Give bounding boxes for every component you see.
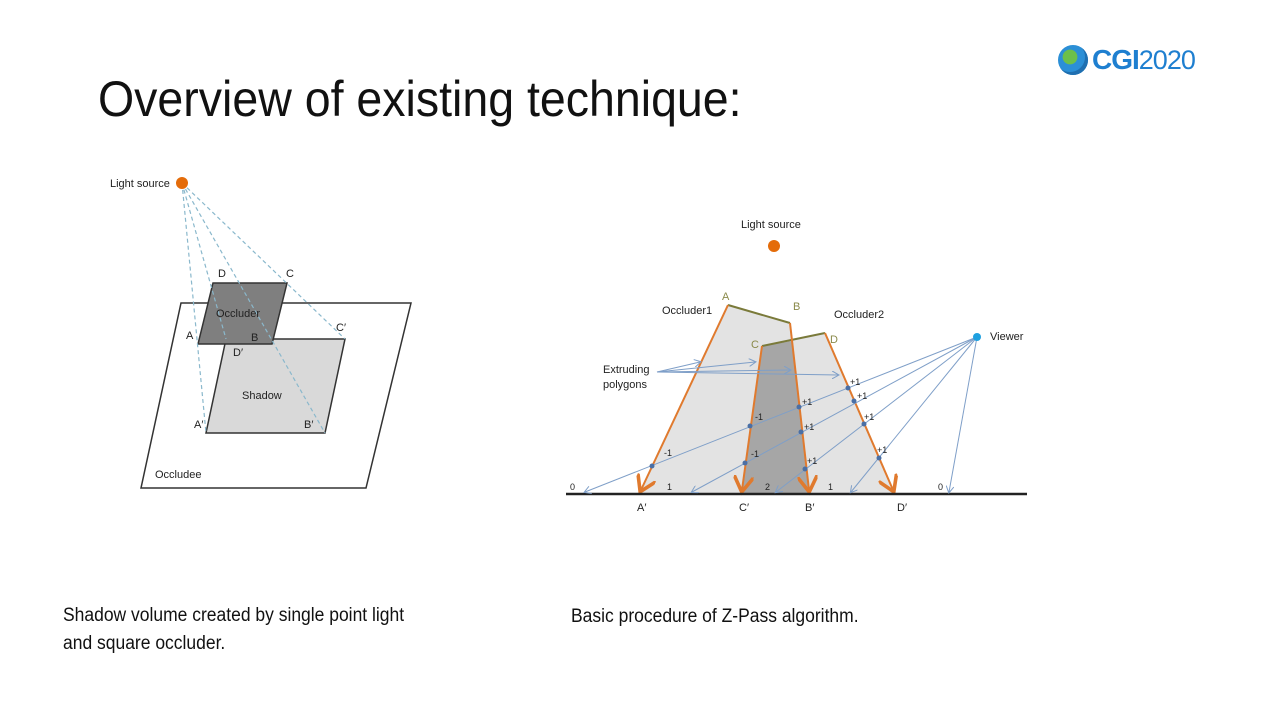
mark-plus: +1: [864, 412, 874, 422]
vertex-d-label: D: [218, 268, 226, 280]
vertex-b-label: B: [251, 332, 258, 344]
vertex-d-prime-label: D′: [897, 502, 907, 514]
vertex-d-prime-label: D′: [233, 347, 243, 359]
light-source-label: Light source: [741, 219, 801, 231]
viewer-label: Viewer: [990, 331, 1024, 343]
right-figure-caption: Basic procedure of Z-Pass algorithm.: [571, 606, 859, 627]
count-label: 1: [828, 482, 833, 492]
count-label: 2: [765, 482, 770, 492]
vertex-b-prime-label: B′: [805, 502, 814, 514]
light-source-point: [176, 177, 188, 189]
vertex-d-label: D: [830, 334, 838, 346]
count-label: 1: [667, 482, 672, 492]
shadow-label: Shadow: [242, 390, 282, 402]
logo-brand: CGI: [1092, 44, 1140, 75]
occluder2-label: Occluder2: [834, 309, 884, 321]
vertex-b-label: B: [793, 301, 800, 313]
occluder-square: [197, 282, 288, 345]
vertex-a-label: A: [722, 291, 730, 303]
vertex-a-label: A: [186, 330, 194, 342]
count-label: 0: [938, 482, 943, 492]
vertex-c-prime-label: C′: [336, 322, 346, 334]
mark-minus: -1: [755, 412, 763, 422]
left-caption-line1: Shadow volume created by single point li…: [63, 605, 405, 626]
vertex-a-prime-label: A′: [637, 502, 646, 514]
occluder-label: Occluder: [216, 308, 260, 320]
occluder1-label: Occluder1: [662, 305, 712, 317]
mark-plus: +1: [850, 377, 860, 387]
mark-plus: +1: [804, 422, 814, 432]
logo-year: 2020: [1138, 44, 1196, 75]
vertex-b-prime-label: B′: [304, 419, 313, 431]
mark-minus: -1: [664, 448, 672, 458]
mark-plus: +1: [877, 445, 887, 455]
polygons-label: polygons: [603, 379, 648, 391]
left-caption-line2: and square occluder.: [63, 633, 226, 654]
left-figure-caption: Shadow volume created by single point li…: [63, 602, 404, 658]
mark-plus: +1: [802, 397, 812, 407]
light-source-point: [768, 240, 780, 252]
vertex-a-prime-label: A′: [194, 419, 203, 431]
vertex-c-prime-label: C′: [739, 502, 749, 514]
mark-plus: +1: [807, 456, 817, 466]
viewer-point: [973, 333, 981, 341]
extruding-label: Extruding: [603, 364, 649, 376]
light-rays: [181, 182, 346, 434]
vertex-c-label: C: [286, 268, 294, 280]
vertex-c-label: C: [751, 339, 759, 351]
slide-title: Overview of existing technique:: [98, 71, 742, 127]
count-label: 0: [570, 482, 575, 492]
globe-icon: [1058, 45, 1088, 75]
mark-minus: -1: [751, 449, 759, 459]
light-source-label: Light source: [110, 178, 170, 190]
occludee-label: Occludee: [155, 469, 201, 481]
mark-plus: +1: [857, 391, 867, 401]
conference-logo: CGI 2020: [1058, 42, 1196, 78]
